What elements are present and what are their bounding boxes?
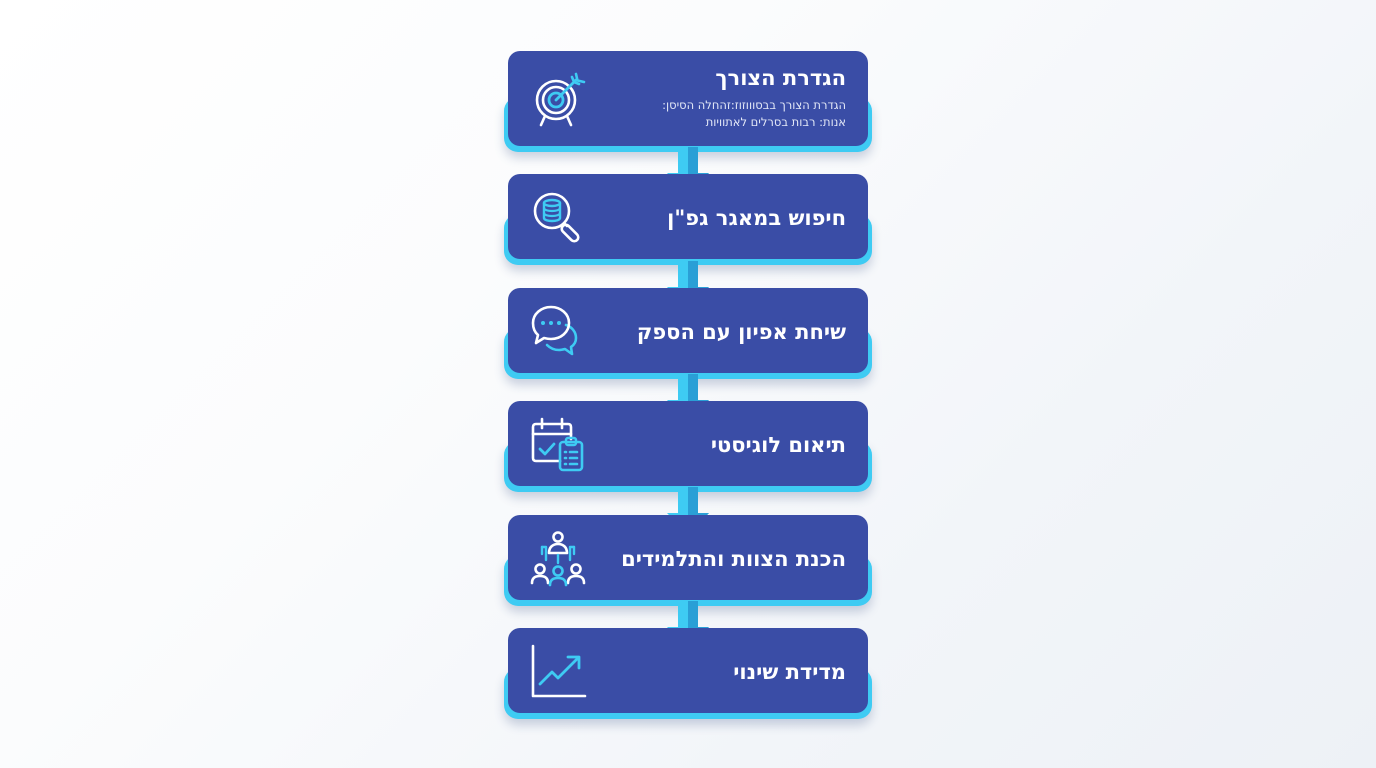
- database-search-icon: [528, 187, 588, 247]
- step-title: מדידת שינוי: [733, 660, 846, 684]
- step-team-and-students-preparation: הכנת הצוות והתלמידים: [504, 515, 872, 606]
- step-title: חיפוש במאגר גפ"ן: [667, 206, 846, 230]
- team-hierarchy-icon: [528, 528, 588, 588]
- step-supplier-characterization-call: שיחת אפיון עם הספק: [504, 288, 872, 379]
- step-title: הכנת הצוות והתלמידים: [621, 547, 846, 571]
- step-title: תיאום לוגיסטי: [710, 433, 846, 457]
- step-measure-change: מדידת שינוי: [504, 628, 872, 719]
- calendar-clipboard-icon: [528, 414, 588, 474]
- step-subtitle-line: אנות: רבות בסרלים לאתוויות: [705, 115, 846, 129]
- target-icon: [530, 70, 590, 130]
- step-title: הגדרת הצורך: [715, 66, 846, 90]
- step-title: שיחת אפיון עם הספק: [636, 320, 846, 344]
- step-subtitle-line: הגדרת הצורך בבסוווזוז:זהחלה הסיסן:: [662, 98, 846, 112]
- step-search-gefen-database: חיפוש במאגר גפ"ן: [504, 174, 872, 265]
- step-define-need: הגדרת הצורך הגדרת הצורך בבסוווזוז:זהחלה …: [504, 51, 872, 152]
- step-logistics-coordination: תיאום לוגיסטי: [504, 401, 872, 492]
- chat-bubbles-icon: [528, 301, 588, 361]
- step-subtitle: הגדרת הצורך בבסוווזוז:זהחלה הסיסן: אנות:…: [662, 97, 846, 131]
- trend-chart-icon: [528, 642, 588, 702]
